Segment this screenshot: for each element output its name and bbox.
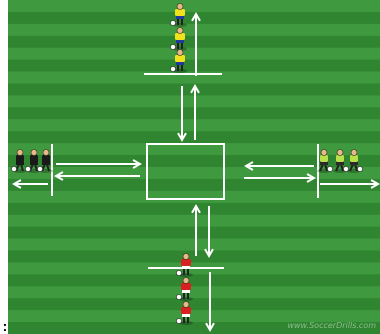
player-green (317, 149, 333, 173)
top-arrow-up (191, 11, 201, 76)
watermark: www.SoccerDrills.com (287, 321, 376, 330)
pitch-stripe (8, 143, 380, 156)
pass-arrows (11, 11, 380, 332)
left-arrow-to-center (56, 159, 142, 169)
pitch-stripe (8, 286, 380, 299)
players (11, 3, 363, 325)
pitch-stripe (8, 35, 380, 49)
pitch-stripe (8, 178, 380, 192)
bottom-arrow-from-center (204, 206, 214, 259)
top-arrow-to-center (177, 86, 187, 143)
left-arrow-outward (11, 179, 48, 189)
pitch-stripe (8, 274, 380, 287)
top-arrow-from-center (190, 84, 200, 140)
pitch-stripe (8, 298, 380, 311)
player-black (37, 149, 53, 173)
pitch-stripe (8, 238, 380, 251)
center-square (146, 143, 225, 200)
player-red (176, 277, 193, 301)
pitch-stripe (8, 226, 380, 240)
player-green (347, 149, 363, 173)
pitch-stripe (8, 23, 380, 37)
player-yellow (170, 27, 187, 51)
player-red (176, 253, 193, 277)
right-arrow-to-center (243, 161, 314, 171)
left-arrow-from-center (53, 171, 140, 181)
caption-colon: : (2, 318, 8, 334)
pitch-stripe (8, 190, 380, 204)
bottom-arrow-to-center (191, 203, 201, 256)
player-yellow (170, 49, 187, 73)
right-arrow-from-center (244, 173, 316, 183)
bottom-group-red (176, 253, 193, 325)
pitch-stripe (8, 250, 380, 263)
pitch-stripe (8, 214, 380, 228)
pitch-stripe (8, 322, 380, 334)
player-red (176, 301, 193, 325)
pitch-stripe (8, 47, 380, 61)
top-group-yellow (170, 3, 187, 73)
pitch-stripe (8, 0, 380, 13)
pitch-stripe (8, 71, 380, 84)
right-group-green (317, 149, 363, 173)
soccer-pitch (8, 0, 380, 334)
bottom-arrow-down (205, 272, 215, 332)
right-arrow-outward (320, 179, 380, 189)
pitch-stripe (8, 59, 380, 73)
pitch-stripes (8, 0, 380, 334)
pitch-stripe (8, 310, 380, 323)
player-black (11, 149, 27, 173)
player-green (333, 149, 349, 173)
pitch-stripe (8, 167, 380, 180)
left-group-black (11, 149, 53, 173)
player-yellow (170, 3, 187, 27)
